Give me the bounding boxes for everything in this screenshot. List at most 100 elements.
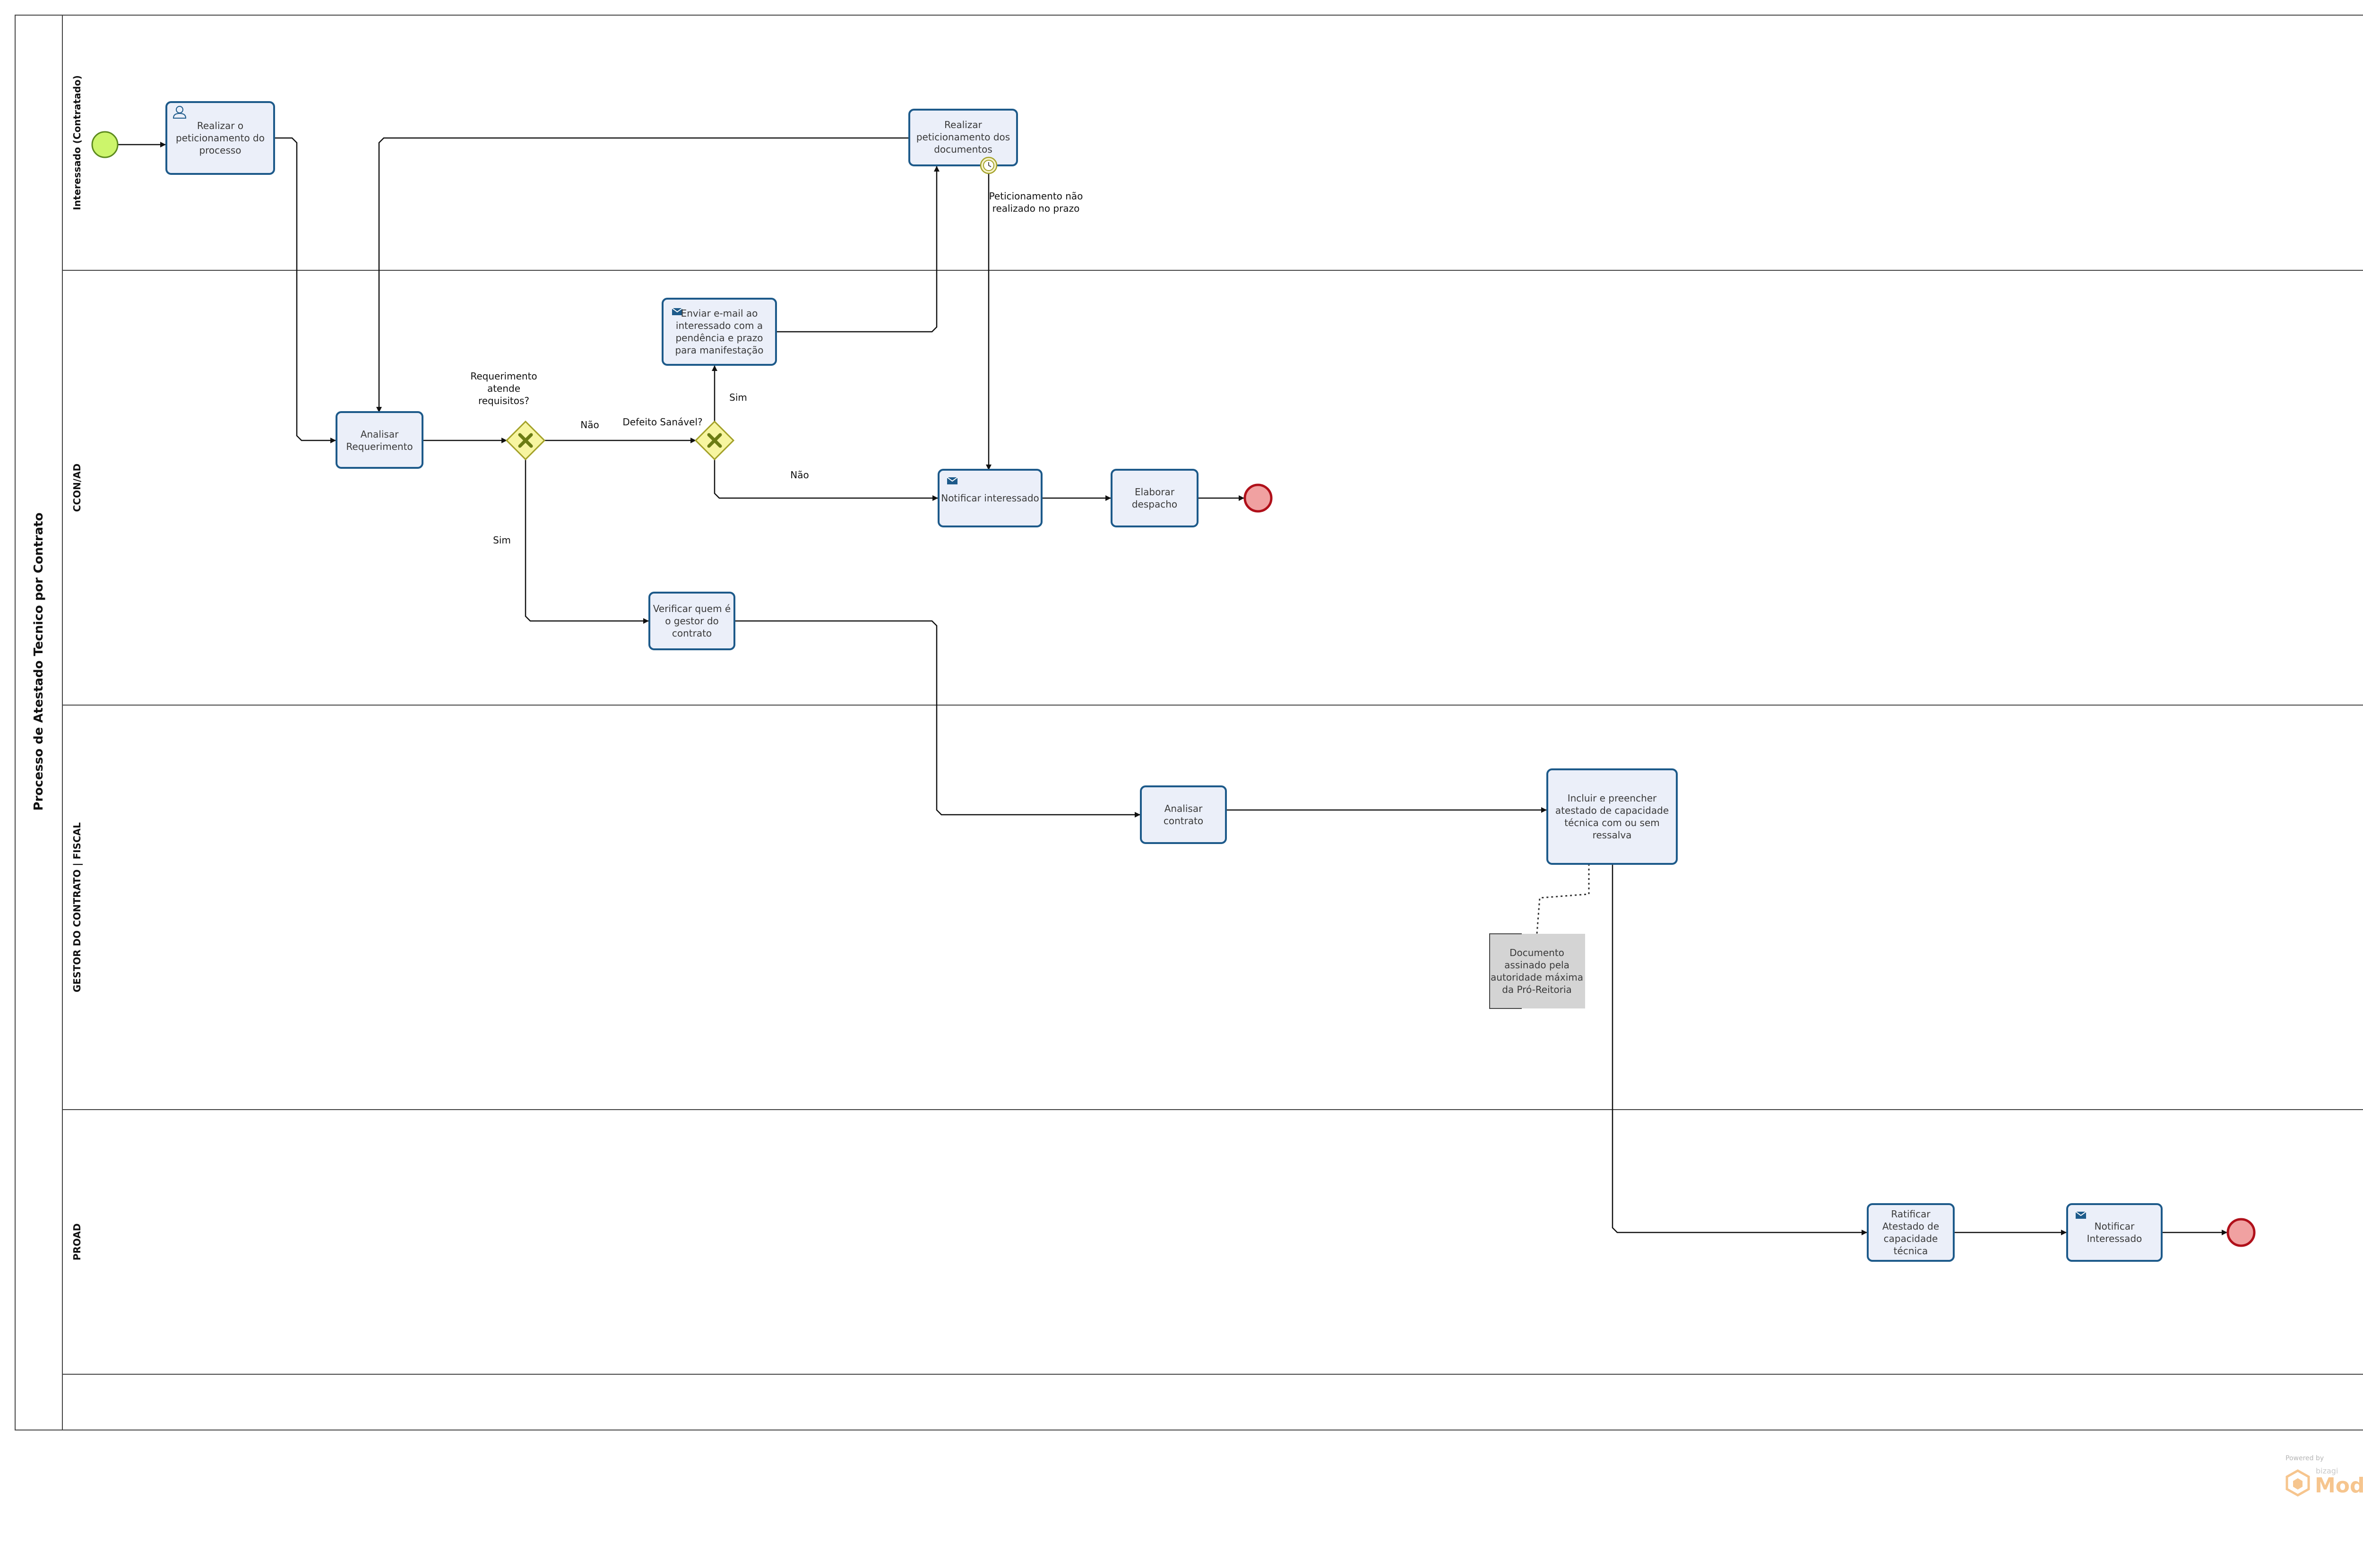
- task-box: [1867, 1203, 1955, 1262]
- task-label: Notificar interessado: [941, 492, 1039, 504]
- user-icon: [172, 106, 187, 119]
- text-line: Realizar: [944, 119, 982, 130]
- text-line: pendência e prazo: [675, 332, 763, 344]
- gateway-x-icon: [518, 433, 533, 448]
- task-box: [1546, 768, 1678, 865]
- text-line: Requerimento: [346, 441, 413, 452]
- gateway-x-icon: [707, 433, 722, 448]
- text-line: autoridade máxima: [1491, 972, 1583, 983]
- task-box: [165, 101, 275, 175]
- gateway-defeito-question: Defeito Sanável?: [622, 416, 702, 428]
- bizagi-logo-icon: [2285, 1469, 2310, 1497]
- text-line: técnica com ou sem: [1564, 817, 1660, 828]
- text-line: Analisar: [1164, 803, 1203, 814]
- task-box: [1111, 469, 1199, 527]
- text-line: Ratificar: [1891, 1208, 1931, 1220]
- text-line: ressalva: [1593, 829, 1632, 841]
- end-event-ccon[interactable]: [1243, 483, 1273, 513]
- flow-incluir-to-ratificar: [1612, 864, 1867, 1235]
- text-line: Notificar: [2095, 1221, 2135, 1232]
- clock-hands: [988, 162, 992, 167]
- text-line: Realizar o: [197, 120, 243, 131]
- powered-by-text: Powered by: [2285, 1455, 2324, 1462]
- flow-gateway1-to-verificar: [525, 459, 649, 624]
- lane-label-gestor: GESTOR DO CONTRATO | FISCAL: [71, 822, 83, 992]
- task-box: [938, 469, 1043, 527]
- text-line: Elaborar: [1135, 486, 1175, 498]
- text-line: Analisar: [361, 429, 399, 440]
- pool-border: [15, 15, 2363, 1430]
- lane-label-interessado: Interessado (Contratado): [71, 75, 83, 210]
- bizagi-text: bizagi: [2316, 1466, 2338, 1475]
- text-line: Enviar e-mail ao: [681, 308, 758, 319]
- lane-dividers: [62, 270, 2363, 1375]
- task-box: [648, 592, 735, 650]
- text-line: Incluir e preencher: [1568, 793, 1657, 804]
- flow-realizar-to-analisar: [274, 137, 336, 443]
- pool-title: Processo de Atestado Tecnico por Contrat…: [32, 512, 46, 810]
- modeler-text: Modeler: [2315, 1473, 2363, 1498]
- text-line: peticionamento dos: [916, 131, 1010, 143]
- end-event-proad[interactable]: [2226, 1218, 2256, 1247]
- text-line: capacidade: [1884, 1233, 1938, 1244]
- annotation-bracket: [1489, 933, 1522, 1009]
- text-line: contrato: [1164, 815, 1203, 827]
- task-box: [336, 411, 423, 469]
- text-line: contrato: [672, 628, 712, 639]
- timer-boundary-event[interactable]: [980, 156, 998, 174]
- start-event[interactable]: [91, 131, 119, 158]
- text-line: Atestado de: [1882, 1221, 1939, 1232]
- text-line: Interessado: [2087, 1233, 2142, 1244]
- task-notificar-interessado-ccon[interactable]: Notificar interessado: [938, 469, 1043, 527]
- text-line: Verificar quem é: [653, 603, 731, 614]
- lane-label-ccon: CCON/AD: [71, 464, 83, 512]
- text-line: atende: [487, 383, 520, 394]
- task-box: [2066, 1203, 2163, 1262]
- association-annotation: [1536, 864, 1590, 934]
- text-line: interessado com a: [676, 320, 763, 331]
- text-line: processo: [199, 145, 241, 156]
- gateway-requerimento[interactable]: [505, 420, 546, 461]
- text-line: Requerimento: [470, 370, 537, 382]
- text-line: documentos: [934, 144, 992, 155]
- text-line: Peticionamento não: [989, 190, 1083, 202]
- send-message-icon: [672, 308, 683, 315]
- text-line: Notificar interessado: [941, 492, 1039, 504]
- label-nao-2: Não: [790, 469, 809, 481]
- text-line: atestado de capacidade: [1555, 805, 1669, 816]
- lane-label-proad: PROAD: [71, 1223, 83, 1261]
- text-line: técnica: [1894, 1245, 1928, 1257]
- label-sim-1: Sim: [493, 534, 511, 546]
- text-line: da Pró-Reitoria: [1502, 984, 1572, 995]
- send-message-icon: [947, 477, 958, 484]
- flow-realizar-docs-to-analisar: [376, 137, 908, 413]
- task-box: [662, 298, 777, 366]
- flow-verificar-to-analisar-contrato: [734, 620, 1140, 818]
- flow-enviar-to-realizar-docs: [776, 166, 940, 333]
- text-line: realizado no prazo: [992, 203, 1080, 214]
- text-line: peticionamento do: [176, 132, 265, 144]
- gateway-defeito-sanavel[interactable]: [694, 420, 735, 461]
- task-box: [1140, 785, 1227, 844]
- bizagi-branding: Powered by bizagi Modeler: [2285, 1455, 2363, 1498]
